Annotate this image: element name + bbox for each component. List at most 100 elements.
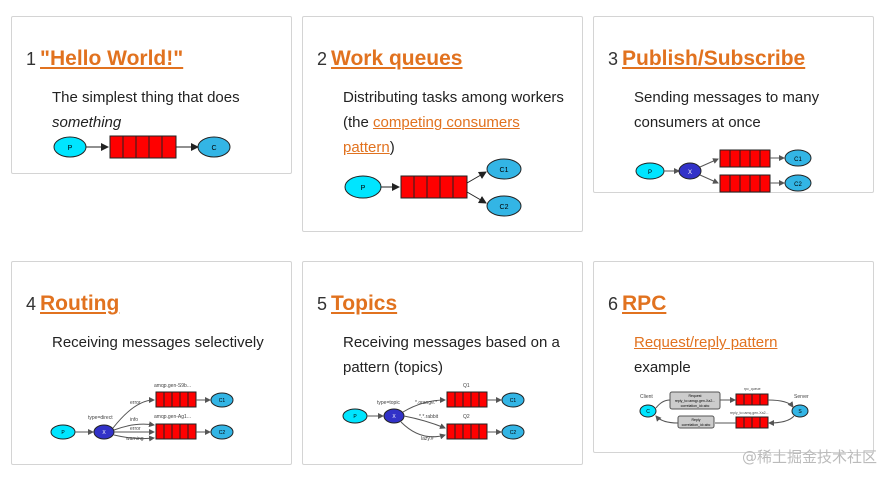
binding-label: lazy.# xyxy=(421,436,434,442)
consumer-label: C1 xyxy=(500,167,509,174)
tutorial-link-work-queues[interactable]: Work queues xyxy=(331,47,463,70)
arrow xyxy=(699,174,719,184)
card-title-row: 3 Publish/Subscribe xyxy=(608,47,805,71)
exchange-type-label: type=topic xyxy=(377,400,400,406)
consumer-label: C2 xyxy=(219,430,226,436)
watermark: @稀土掘金技术社区 xyxy=(741,448,877,466)
request-reply-to: reply_to=amqp.gen-Xa2... xyxy=(675,399,715,403)
tutorial-number: 2 xyxy=(317,49,328,69)
tutorial-number: 5 xyxy=(317,294,328,314)
consumer-node xyxy=(784,149,812,167)
exchange-label: X xyxy=(688,170,692,176)
binding-label: info xyxy=(130,417,138,423)
reply-message-box xyxy=(677,415,715,429)
reply-queue-label: reply_to=amq.gen-Xa2... xyxy=(730,411,768,415)
description-text: The simplest thing that does xyxy=(52,89,240,106)
card-title-row: 4 Routing xyxy=(26,292,119,316)
request-reply-link[interactable]: Request/reply pattern xyxy=(634,334,778,351)
consumer-label: C1 xyxy=(219,398,226,404)
client-node xyxy=(639,404,657,418)
binding-arrow xyxy=(400,421,446,440)
publish-subscribe-diagram: P X C1 C2 xyxy=(635,149,812,193)
queue xyxy=(446,391,488,408)
exchange-type-label: type=direct xyxy=(88,415,113,421)
queue-name: Q1 xyxy=(463,383,470,389)
consumer-node xyxy=(197,136,231,158)
description-emphasis: something xyxy=(52,114,122,131)
queue xyxy=(719,149,771,168)
tutorial-link-rpc[interactable]: RPC xyxy=(622,292,667,315)
description-text: example xyxy=(634,359,691,376)
rpc-diagram: Client Server C S Request reply_to=amqp.… xyxy=(639,387,809,429)
exchange-label: X xyxy=(102,430,106,436)
work-queues-diagram: P C1 C2 xyxy=(344,158,522,217)
tutorial-link-hello-world[interactable]: "Hello World!" xyxy=(40,47,184,70)
tutorial-description: Receiving messages selectively xyxy=(52,334,264,351)
binding-arrow xyxy=(113,434,155,442)
exchange-node xyxy=(678,162,702,180)
consumer-label: C2 xyxy=(794,182,802,188)
producer-label: P xyxy=(61,430,65,436)
request-correlation: correlation_id=abc xyxy=(681,404,710,408)
consumer-node xyxy=(210,424,234,440)
reply-correlation: correlation_id=abc xyxy=(682,423,711,427)
tutorial-card-routing: 4 Routing Receiving messages selectively… xyxy=(11,261,292,465)
binding-label: error xyxy=(130,426,141,432)
request-label: Request xyxy=(688,394,701,398)
queue xyxy=(719,174,771,193)
client-label: Client xyxy=(640,394,653,400)
tutorial-description: Request/reply pattern example xyxy=(634,330,865,380)
queue xyxy=(109,135,177,159)
tutorial-description: Distributing tasks among workers (the co… xyxy=(343,85,574,160)
arrow xyxy=(655,399,671,409)
tutorial-card-publish-subscribe: 3 Publish/Subscribe Sending messages to … xyxy=(593,16,874,193)
binding-arrow xyxy=(403,415,446,429)
arrow xyxy=(466,191,487,204)
card-title-row: 1 "Hello World!" xyxy=(26,47,183,71)
queue xyxy=(400,175,468,199)
tutorial-link-topics[interactable]: Topics xyxy=(331,292,398,315)
producer-label: P xyxy=(648,170,652,176)
binding-label: warning xyxy=(126,436,144,442)
tutorial-number: 1 xyxy=(26,49,37,69)
server-node xyxy=(791,404,809,418)
exchange-label: X xyxy=(392,414,396,420)
reply-label: Reply xyxy=(692,418,701,422)
binding-label: error xyxy=(130,400,141,406)
server-label: Server xyxy=(794,394,809,400)
consumer-node xyxy=(486,158,522,180)
queue-name: amqp.gen-Ag1... xyxy=(154,414,191,420)
binding-arrow xyxy=(112,397,155,429)
consumer-label: C2 xyxy=(500,204,509,211)
binding-arrow xyxy=(402,397,446,413)
routing-diagram: P type=direct X error info error warning… xyxy=(50,383,234,442)
consumer-node xyxy=(501,392,525,408)
tutorial-description: The simplest thing that does something xyxy=(52,85,283,135)
arrow xyxy=(655,415,679,424)
producer-label: P xyxy=(353,414,357,420)
tutorial-link-publish-subscribe[interactable]: Publish/Subscribe xyxy=(622,47,806,70)
description-text: Distributing tasks among workers (the xyxy=(343,89,564,131)
server-node-label: S xyxy=(798,409,802,415)
queue xyxy=(155,391,197,408)
tutorial-link-routing[interactable]: Routing xyxy=(40,292,120,315)
topics-diagram: P type=topic X *.orange.* *.*.rabbit laz… xyxy=(342,383,525,442)
card-title-row: 6 RPC xyxy=(608,292,666,316)
tutorial-card-rpc: 6 RPC Request/reply pattern example Clie… xyxy=(593,261,874,453)
consumer-node xyxy=(784,174,812,192)
card-title-row: 5 Topics xyxy=(317,292,397,316)
arrow xyxy=(767,399,794,408)
arrow xyxy=(466,171,487,184)
producer-label: P xyxy=(361,185,366,192)
consumer-label: C xyxy=(211,145,216,152)
competing-consumers-link[interactable]: competing consumers pattern xyxy=(343,114,520,156)
queue xyxy=(735,416,769,429)
queue-name: Q2 xyxy=(463,414,470,420)
card-title-row: 2 Work queues xyxy=(317,47,463,71)
arrow xyxy=(699,158,719,168)
queue xyxy=(155,423,197,440)
queue xyxy=(735,393,769,406)
tutorial-number: 6 xyxy=(608,294,619,314)
binding-label: *.*.rabbit xyxy=(419,414,439,420)
consumer-node xyxy=(210,392,234,408)
